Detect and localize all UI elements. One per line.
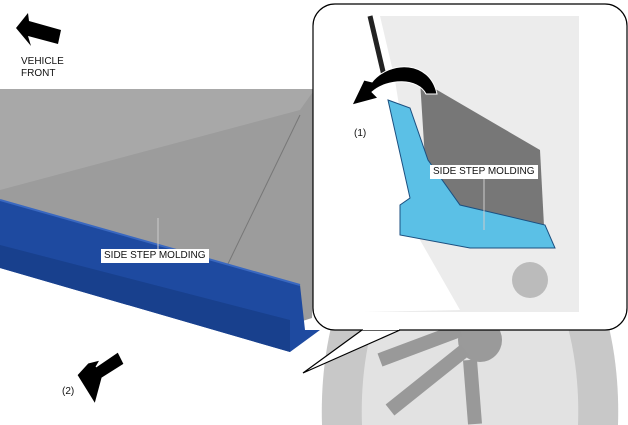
detail-view [351,15,579,312]
push-arrow-icon [76,351,125,406]
vehicle-front-arrow-icon [16,13,61,46]
rotate-arrow-icon [351,66,438,106]
detail-part-label: SIDE STEP MOLDING [430,165,538,179]
main-part-label: SIDE STEP MOLDING [101,249,209,263]
vehicle-front-line1: VEHICLE [21,56,64,67]
step-1-label: (1) [354,128,367,139]
vehicle-front-line2: FRONT [21,68,56,79]
detail-side-step-molding [387,99,556,249]
callout-pointer [302,329,401,374]
vehicle-front-label: VEHICLE FRONT [21,56,64,80]
step-2-label: (2) [62,386,75,397]
